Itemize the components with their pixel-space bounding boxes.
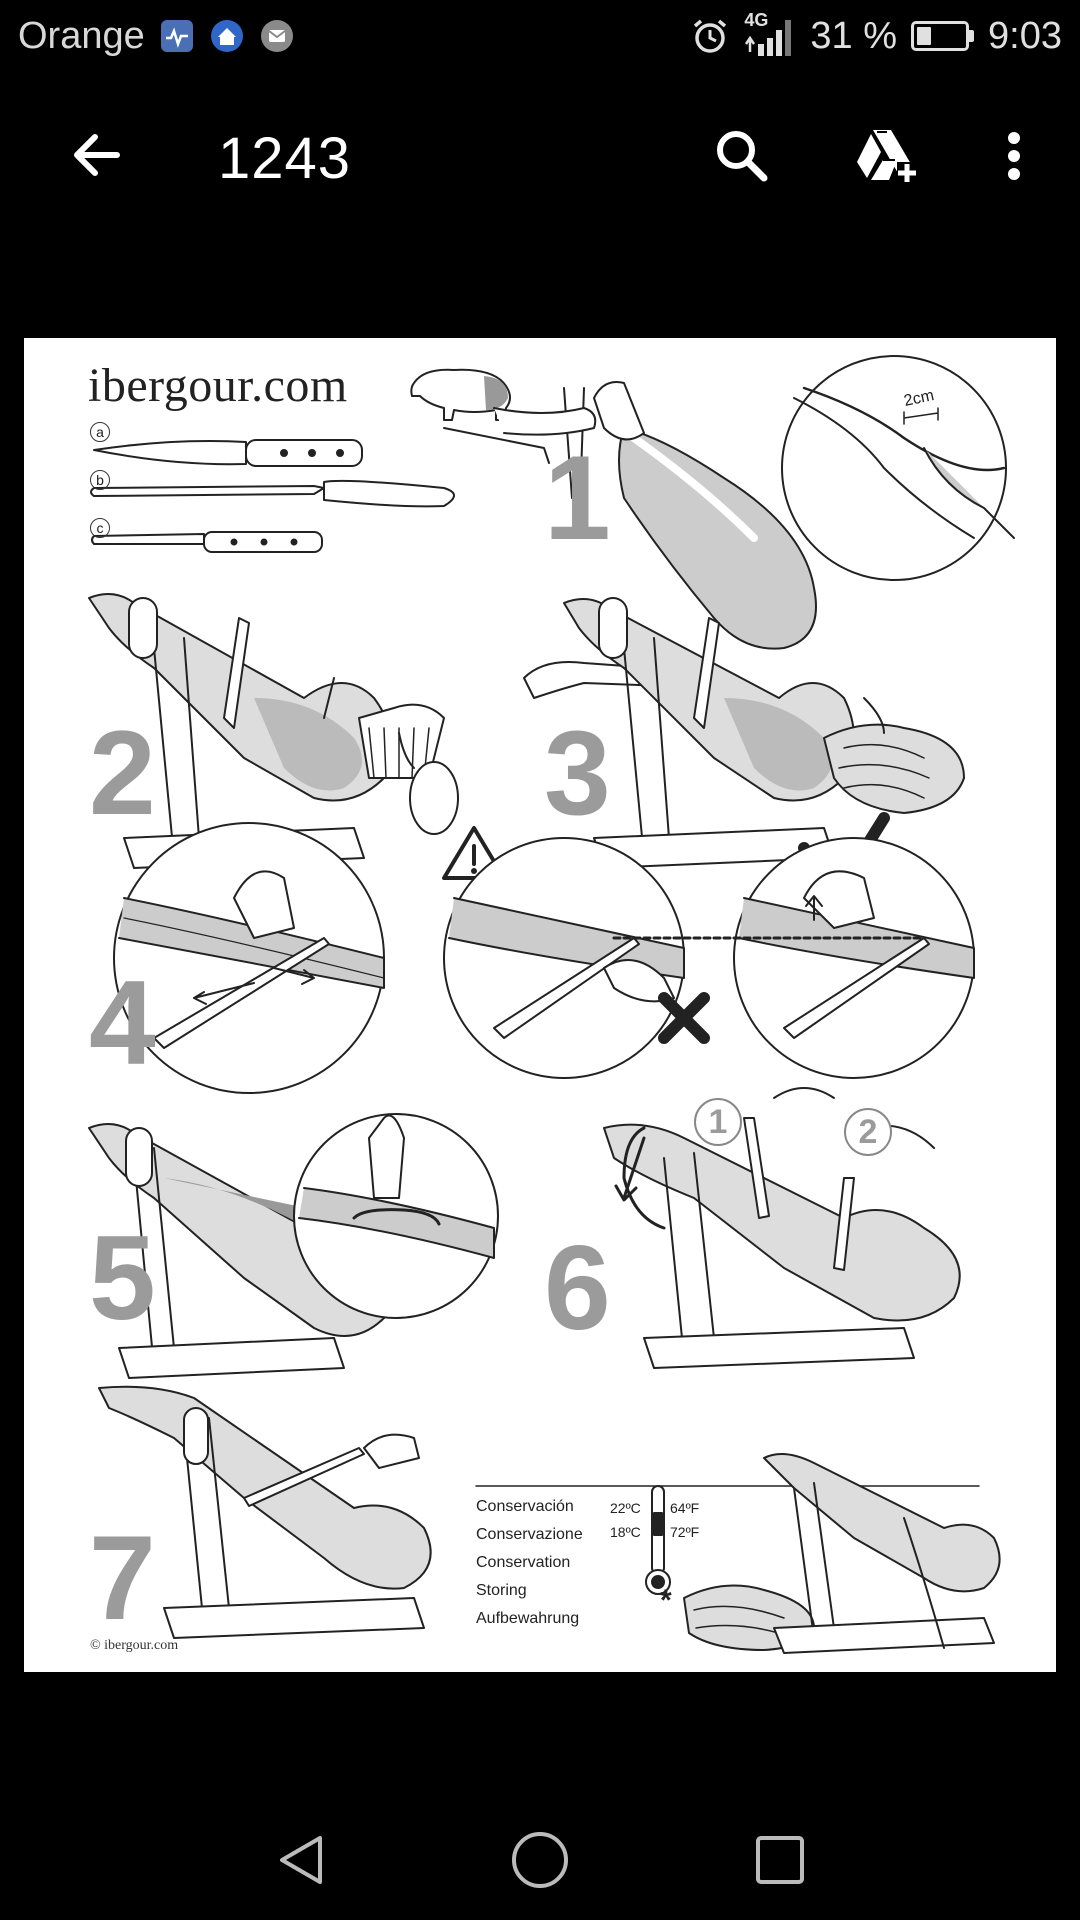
nav-back-button[interactable] — [272, 1830, 332, 1890]
storage-label-es: Conservación — [476, 1498, 574, 1515]
more-vert-icon — [1008, 132, 1020, 180]
temp-max-fahrenheit: 64ºF — [670, 1500, 700, 1516]
system-nav-bar — [0, 1800, 1080, 1920]
step-4-scene — [113, 822, 975, 1094]
nav-home-button[interactable] — [510, 1830, 570, 1890]
battery-tip — [969, 30, 975, 42]
health-app-icon — [159, 18, 195, 54]
status-bar: Orange 4G 31 % — [0, 0, 1080, 72]
knife-label-c: c — [90, 518, 110, 538]
temp-min-celsius: 18ºC — [610, 1524, 641, 1540]
back-triangle-icon — [280, 1836, 322, 1884]
drive-add-icon — [857, 130, 917, 182]
add-to-drive-button[interactable] — [850, 120, 922, 192]
sub-step-2: 2 — [844, 1108, 892, 1156]
knife-b — [90, 479, 455, 508]
carrier-name: Orange — [18, 14, 145, 57]
temp-max-celsius: 22ºC — [610, 1500, 641, 1516]
battery-body — [911, 21, 970, 51]
step-3-scene — [563, 597, 965, 869]
more-options-button[interactable] — [978, 120, 1050, 192]
battery-fill — [917, 27, 932, 45]
storage-label-fr: Conservation — [476, 1554, 571, 1571]
signal-icon: 4G — [744, 10, 796, 58]
page-title: 1243 — [218, 126, 352, 191]
nav-recents-button[interactable] — [750, 1830, 810, 1890]
sub-step-1: 1 — [694, 1098, 742, 1146]
knife-label-b: b — [90, 470, 110, 490]
home-app-icon — [209, 18, 245, 54]
ham-carving-illustration — [88, 355, 1015, 1654]
brand-logo: ibergour.com — [88, 359, 348, 412]
recents-square-icon — [756, 1836, 804, 1884]
storage-section — [475, 1453, 1001, 1654]
step-number-7: 7 — [89, 1511, 156, 1645]
step-number-2: 2 — [89, 706, 156, 840]
copyright-text: © ibergour.com — [90, 1638, 179, 1653]
alarm-icon — [690, 16, 730, 56]
step-number-5: 5 — [89, 1211, 156, 1345]
battery-icon — [911, 21, 975, 51]
search-button[interactable] — [706, 120, 778, 192]
mail-app-icon — [259, 18, 295, 54]
step-number-3: 3 — [544, 706, 611, 840]
step-5-scene — [88, 1113, 499, 1379]
home-circle-icon — [512, 1832, 568, 1888]
storage-label-it: Conservazione — [476, 1526, 583, 1543]
knife-label-a: a — [90, 422, 110, 442]
step-number-4: 4 — [89, 956, 156, 1090]
back-button[interactable] — [62, 120, 132, 190]
arrow-back-icon — [74, 134, 120, 176]
battery-percent: 31 % — [810, 14, 898, 57]
network-type: 4G — [744, 10, 769, 30]
step-number-1: 1 — [544, 431, 611, 565]
step-1-scene — [443, 355, 1015, 699]
knife-c — [91, 531, 323, 553]
app-bar: 1243 — [0, 90, 1080, 225]
pig-icon — [410, 368, 511, 421]
status-right: 4G 31 % 9:03 — [690, 10, 1062, 58]
step-number-6: 6 — [544, 1221, 611, 1355]
temp-min-fahrenheit: 72ºF — [670, 1524, 700, 1540]
step-6-scene — [603, 1087, 961, 1369]
step-7-scene — [98, 1385, 432, 1639]
search-icon — [717, 131, 768, 182]
storage-label-en: Storing — [476, 1582, 527, 1599]
status-left: Orange — [18, 15, 295, 58]
clock: 9:03 — [988, 14, 1062, 57]
storage-label-de: Aufbewahrung — [476, 1610, 580, 1627]
image-viewer[interactable]: ibergour.com © ibergour.com a b c 2cm 1 … — [24, 338, 1056, 1672]
knife-a — [93, 439, 363, 467]
asterisk-mark: * — [660, 1584, 672, 1617]
